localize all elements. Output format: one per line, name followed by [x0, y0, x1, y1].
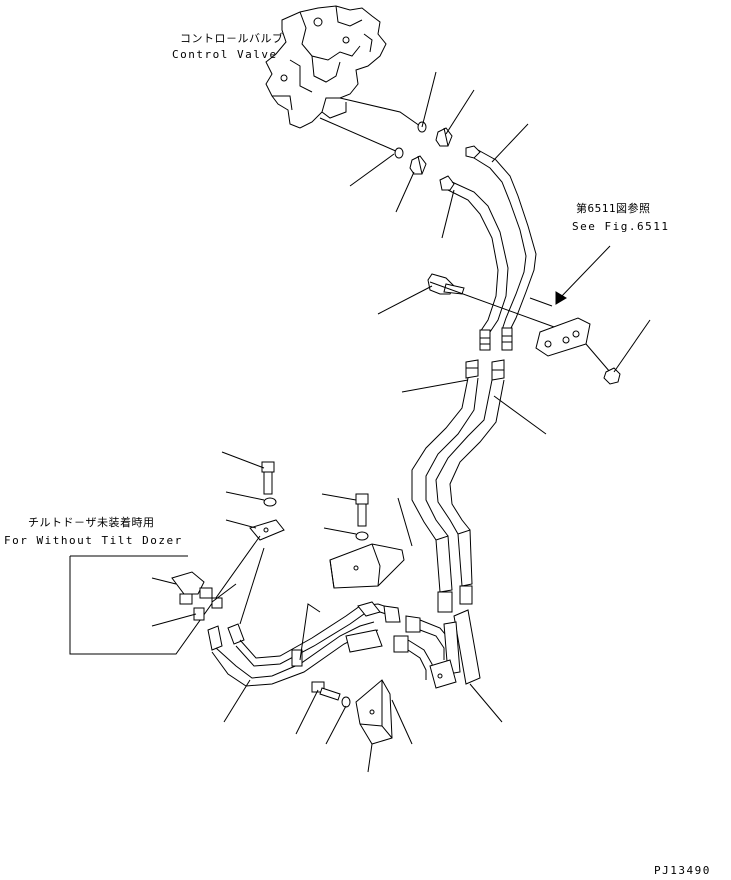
tube-joint-left	[479, 329, 491, 351]
hose-fitting-right	[491, 359, 505, 381]
bolt-middle	[355, 493, 369, 527]
see-fig-arrow-line	[559, 245, 611, 299]
bolt-lower	[311, 681, 341, 701]
bolt-upper-left	[261, 461, 275, 495]
without-tilt-dozer-label-en: For Without Tilt Dozer	[4, 534, 183, 547]
mounting-bracket-lower	[355, 679, 393, 745]
tube-upper	[465, 145, 537, 331]
hose-end-left	[435, 535, 453, 613]
union-fitting-lower	[409, 155, 427, 175]
detail-frame-link	[239, 547, 265, 625]
hose-right	[435, 379, 505, 535]
nut-axis-line	[585, 343, 611, 373]
hex-nut	[603, 367, 621, 385]
without-tilt-dozer-label-jp: チルトド－ザ未装着時用	[28, 516, 155, 529]
detail-plug	[193, 607, 205, 621]
washer-lower	[341, 696, 351, 708]
see-fig-label-jp: 第6511図参照	[576, 202, 651, 215]
mounting-bracket-middle	[329, 543, 405, 589]
valve-port-line	[339, 97, 421, 127]
leader-lines	[151, 71, 651, 773]
bracket-reference-line	[529, 297, 553, 307]
clamp-plate-small	[249, 519, 285, 541]
hose-left	[411, 377, 479, 541]
tube-joint-right	[501, 327, 513, 351]
washer-middle	[355, 531, 369, 541]
hose-end-right	[457, 529, 473, 605]
detail-cap	[211, 597, 223, 609]
see-fig-arrow-head	[555, 291, 567, 305]
detail-elbow	[171, 571, 213, 605]
valve-port-line-2	[319, 117, 399, 153]
hose-fitting-left	[465, 359, 479, 379]
clamp-bracket-plate	[535, 317, 591, 357]
tube-end-fittings-right	[345, 601, 421, 653]
tube-lower-left-assembly	[207, 603, 393, 687]
union-fitting-upper	[435, 127, 453, 147]
control-valve-label-jp: コントロ－ルバルブ	[180, 32, 284, 45]
tube-clamp-band	[291, 649, 303, 667]
bracket-lower-leader	[391, 699, 413, 745]
control-valve	[265, 5, 387, 129]
mounting-block-right	[429, 659, 457, 689]
tube-lower	[439, 175, 509, 333]
see-fig-label-en: See Fig.6511	[572, 220, 670, 233]
clamp-center-line	[429, 281, 569, 333]
control-valve-label-en: Control Valve	[172, 48, 278, 61]
washer-upper-left	[263, 497, 277, 507]
drawing-number: PJ13490	[654, 864, 711, 877]
detail-frame	[69, 535, 261, 655]
o-ring-lower	[394, 147, 404, 159]
bracket-leader	[397, 497, 413, 547]
u-clamp	[427, 273, 465, 295]
